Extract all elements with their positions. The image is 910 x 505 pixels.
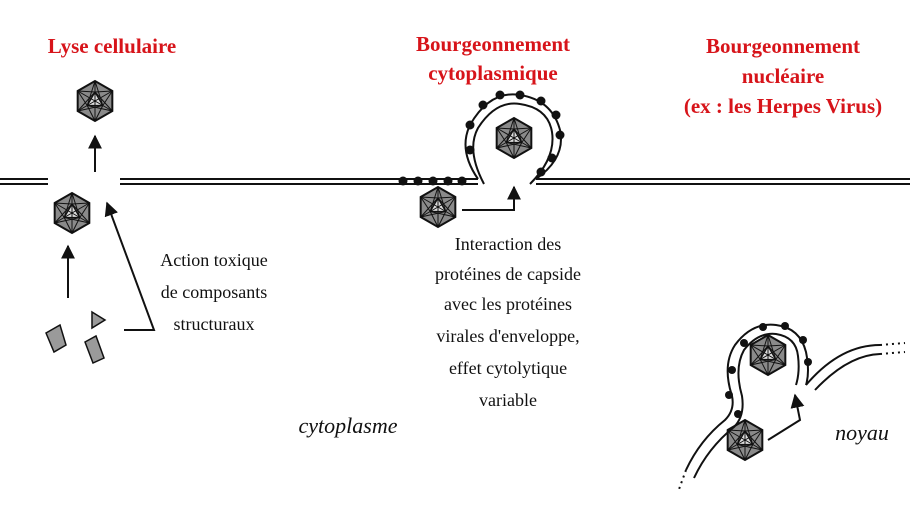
membrane-protein-dot-icon [495, 90, 505, 100]
svg-text:effet cytolytique: effet cytolytique [449, 358, 567, 378]
title-lysis: Lyse cellulaire [48, 34, 177, 58]
membrane-protein-dot-icon [734, 410, 742, 418]
membrane-protein-dot-icon [759, 323, 767, 331]
membrane-protein-dots-nuc [725, 322, 812, 418]
membrane-protein-dot-icon [725, 391, 733, 399]
membrane-protein-dot-icon [740, 339, 748, 347]
arrow-icon [61, 134, 156, 331]
membrane-protein-dot-icon [443, 176, 453, 186]
svg-text:cytoplasmique: cytoplasmique [428, 61, 558, 85]
svg-text:Action toxique: Action toxique [160, 250, 267, 270]
svg-text:avec les protéines: avec les protéines [444, 294, 572, 314]
label-cytoplasme: cytoplasme [299, 413, 398, 438]
arrow-icon [462, 185, 521, 211]
virus-capsid-icon [76, 79, 114, 123]
svg-text:Lyse cellulaire: Lyse cellulaire [48, 34, 177, 58]
virus-capsid-icon [726, 418, 764, 462]
membrane-protein-dot-icon [781, 322, 789, 330]
svg-text:variable: variable [479, 390, 537, 410]
label-toxic-action: Action toxique de composants structuraux [160, 250, 267, 334]
nuclear-membrane [677, 323, 906, 493]
label-interaction: Interaction des protéines de capside ave… [435, 234, 581, 410]
membrane-protein-dot-icon [398, 176, 408, 186]
membrane-protein-dot-icon [465, 145, 475, 155]
svg-text:nucléaire: nucléaire [742, 64, 824, 88]
membrane-protein-dot-icon [536, 96, 546, 106]
svg-text:(ex : les Herpes Virus): (ex : les Herpes Virus) [684, 94, 882, 118]
membrane-protein-dot-icon [478, 100, 488, 110]
membrane-protein-dot-icon [515, 90, 525, 100]
title-nuclear-budding: Bourgeonnement nucléaire (ex : les Herpe… [684, 34, 882, 118]
membrane-protein-dot-icon [457, 176, 467, 186]
svg-text:de composants: de composants [161, 282, 267, 302]
virus-capsid-icon [53, 191, 91, 235]
svg-text:Bourgeonnement: Bourgeonnement [706, 34, 860, 58]
membrane-protein-dot-icon [547, 153, 557, 163]
virus-capsid-icon [419, 185, 457, 229]
virus-capsid-icon [749, 333, 787, 377]
arrow-icon [767, 393, 805, 441]
capsid-fragment-icon [45, 310, 107, 365]
svg-text:protéines de capside: protéines de capside [435, 264, 581, 284]
membrane-protein-dot-icon [536, 167, 546, 177]
svg-text:Bourgeonnement: Bourgeonnement [416, 32, 570, 56]
title-cytoplasmic-budding: Bourgeonnement cytoplasmique [416, 32, 570, 85]
svg-text:structuraux: structuraux [174, 314, 255, 334]
membrane-protein-dot-icon [413, 176, 423, 186]
label-noyau: noyau [835, 420, 889, 445]
membrane-protein-dot-icon [728, 366, 736, 374]
membrane-protein-dot-icon [428, 176, 438, 186]
svg-text:virales d'enveloppe,: virales d'enveloppe, [436, 326, 579, 346]
membrane-protein-dots-cyto [398, 90, 565, 186]
virus-capsid-icon [495, 116, 533, 160]
membrane-protein-dot-icon [555, 130, 565, 140]
svg-text:Interaction des: Interaction des [455, 234, 561, 254]
plasma-membrane [0, 178, 910, 185]
membrane-protein-dot-icon [804, 358, 812, 366]
membrane-protein-dot-icon [551, 110, 561, 120]
membrane-protein-dot-icon [465, 120, 475, 130]
membrane-protein-dot-icon [799, 336, 807, 344]
